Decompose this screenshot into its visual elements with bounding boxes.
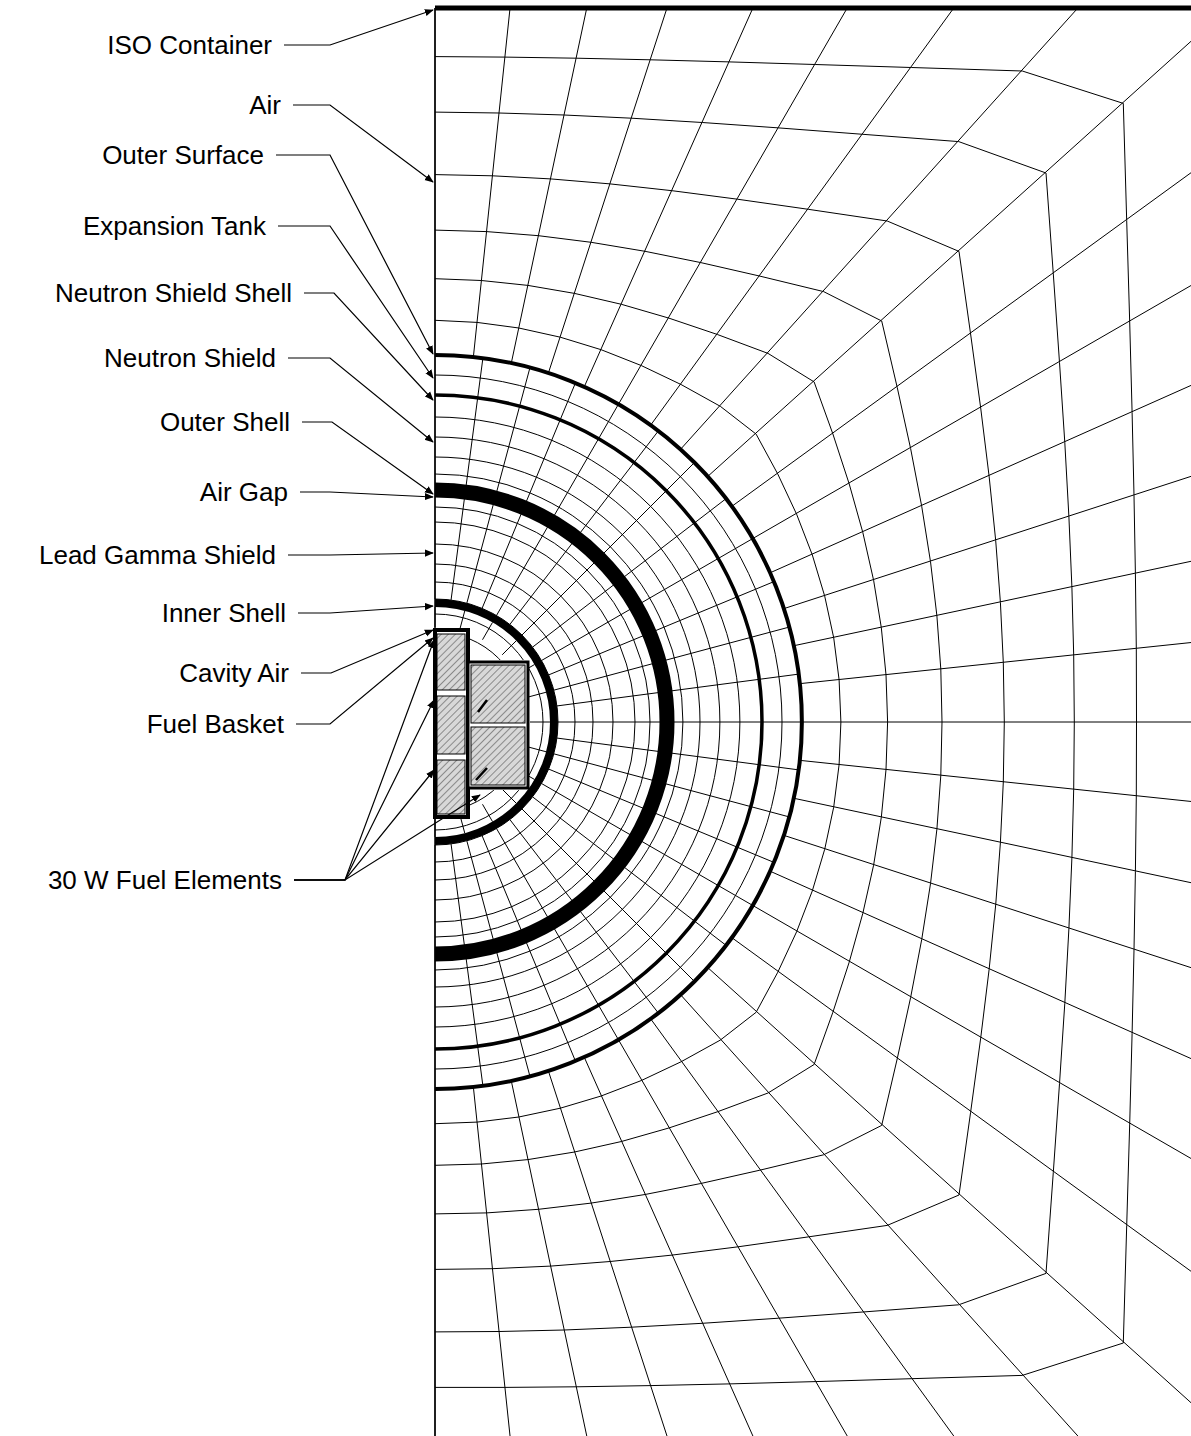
mesh-radial xyxy=(473,8,510,357)
part-label: 30 W Fuel Elements xyxy=(48,865,282,895)
leader-line xyxy=(294,770,434,880)
fuel-basket xyxy=(435,630,468,817)
mesh-radial xyxy=(584,8,753,387)
mesh-radial xyxy=(548,1071,667,1436)
fuel-element-marker xyxy=(478,700,487,712)
fuel-element xyxy=(471,727,525,785)
mesh-radial xyxy=(511,8,586,363)
mesh-radial xyxy=(800,760,1191,801)
mesh-radial xyxy=(483,804,493,821)
inner-shell xyxy=(435,603,554,841)
part-label: Cavity Air xyxy=(179,658,289,688)
mesh-radial xyxy=(619,1040,848,1436)
mesh-radial xyxy=(483,622,493,639)
mesh-radial xyxy=(619,8,848,404)
mesh-radial xyxy=(794,798,1191,882)
mesh-radial xyxy=(651,1019,954,1436)
cavity-fill xyxy=(435,630,528,815)
mesh-radial xyxy=(584,1057,753,1436)
part-label: Air xyxy=(249,90,281,120)
mesh-radial xyxy=(530,722,550,723)
part-label: Outer Shell xyxy=(160,407,290,437)
leader-line xyxy=(284,10,433,45)
fuel-element xyxy=(437,696,465,754)
mesh-radial xyxy=(753,286,1191,539)
mesh-radial xyxy=(681,8,1078,449)
fuel-element xyxy=(437,760,465,814)
mesh-radial xyxy=(511,1081,586,1436)
neutron-shield-shell xyxy=(435,395,762,1049)
mesh-radial xyxy=(435,607,436,627)
mesh-radial xyxy=(502,789,516,803)
mesh-ring xyxy=(435,582,575,862)
mesh-ring xyxy=(435,599,558,845)
leader-line xyxy=(302,422,433,494)
leader-line xyxy=(288,358,433,442)
mesh-radial xyxy=(770,871,1191,1058)
part-label: Inner Shell xyxy=(162,598,286,628)
part-label: Air Gap xyxy=(200,477,288,507)
part-label: Outer Surface xyxy=(102,140,264,170)
leader-line xyxy=(293,105,433,182)
mesh-radial xyxy=(435,817,436,837)
mesh-radial xyxy=(753,906,1191,1159)
part-label: Fuel Basket xyxy=(147,709,284,739)
leader-line xyxy=(298,606,433,613)
mesh-radial xyxy=(732,938,1191,1272)
mesh-radial xyxy=(435,8,436,355)
mesh-radial xyxy=(794,561,1191,645)
mesh-ring xyxy=(435,320,841,1123)
part-label: Lead Gamma Shield xyxy=(39,540,276,570)
leader-line xyxy=(294,795,480,880)
leader-line xyxy=(294,700,434,880)
leader-line xyxy=(296,638,433,724)
mesh-radial xyxy=(502,641,516,655)
mesh-radial xyxy=(435,1089,436,1436)
fuel-element xyxy=(437,634,465,690)
mesh-radial xyxy=(435,845,436,1089)
mesh-radial xyxy=(681,995,1078,1436)
part-label: Neutron Shield Shell xyxy=(55,278,292,308)
part-label: Expansion Tank xyxy=(83,211,266,241)
mesh-radial xyxy=(435,355,436,599)
mesh-radial xyxy=(802,722,1191,723)
mesh-radial xyxy=(527,747,546,752)
leader-line xyxy=(301,630,433,673)
fuel-element xyxy=(471,665,525,723)
outer-surface xyxy=(435,355,802,1089)
mesh-radial xyxy=(800,643,1191,684)
mesh-radial xyxy=(522,462,695,635)
leader-line xyxy=(276,155,433,354)
mesh-radial xyxy=(651,8,954,425)
mesh-radial xyxy=(548,8,667,373)
fuel-element-marker xyxy=(476,768,487,780)
fuel-basket xyxy=(468,662,528,788)
mesh-radial xyxy=(473,1087,510,1436)
mesh-radial xyxy=(708,41,1191,476)
leader-line xyxy=(288,553,433,555)
part-label: Neutron Shield xyxy=(104,343,276,373)
leader-line xyxy=(304,293,433,400)
mesh-radial xyxy=(784,835,1191,967)
part-label: ISO Container xyxy=(107,30,272,60)
mesh-radial xyxy=(527,692,546,697)
leader-line xyxy=(294,640,434,880)
mesh-radial xyxy=(784,476,1191,608)
mesh-radial xyxy=(732,173,1191,507)
mesh-radial xyxy=(558,722,802,723)
leader-line xyxy=(278,226,433,378)
mesh-radial xyxy=(708,968,1191,1403)
mesh-ring xyxy=(435,355,802,1089)
mesh-radial xyxy=(522,809,695,982)
mesh-radial xyxy=(460,611,465,630)
leader-line xyxy=(300,492,433,497)
outer-shell xyxy=(435,490,667,954)
